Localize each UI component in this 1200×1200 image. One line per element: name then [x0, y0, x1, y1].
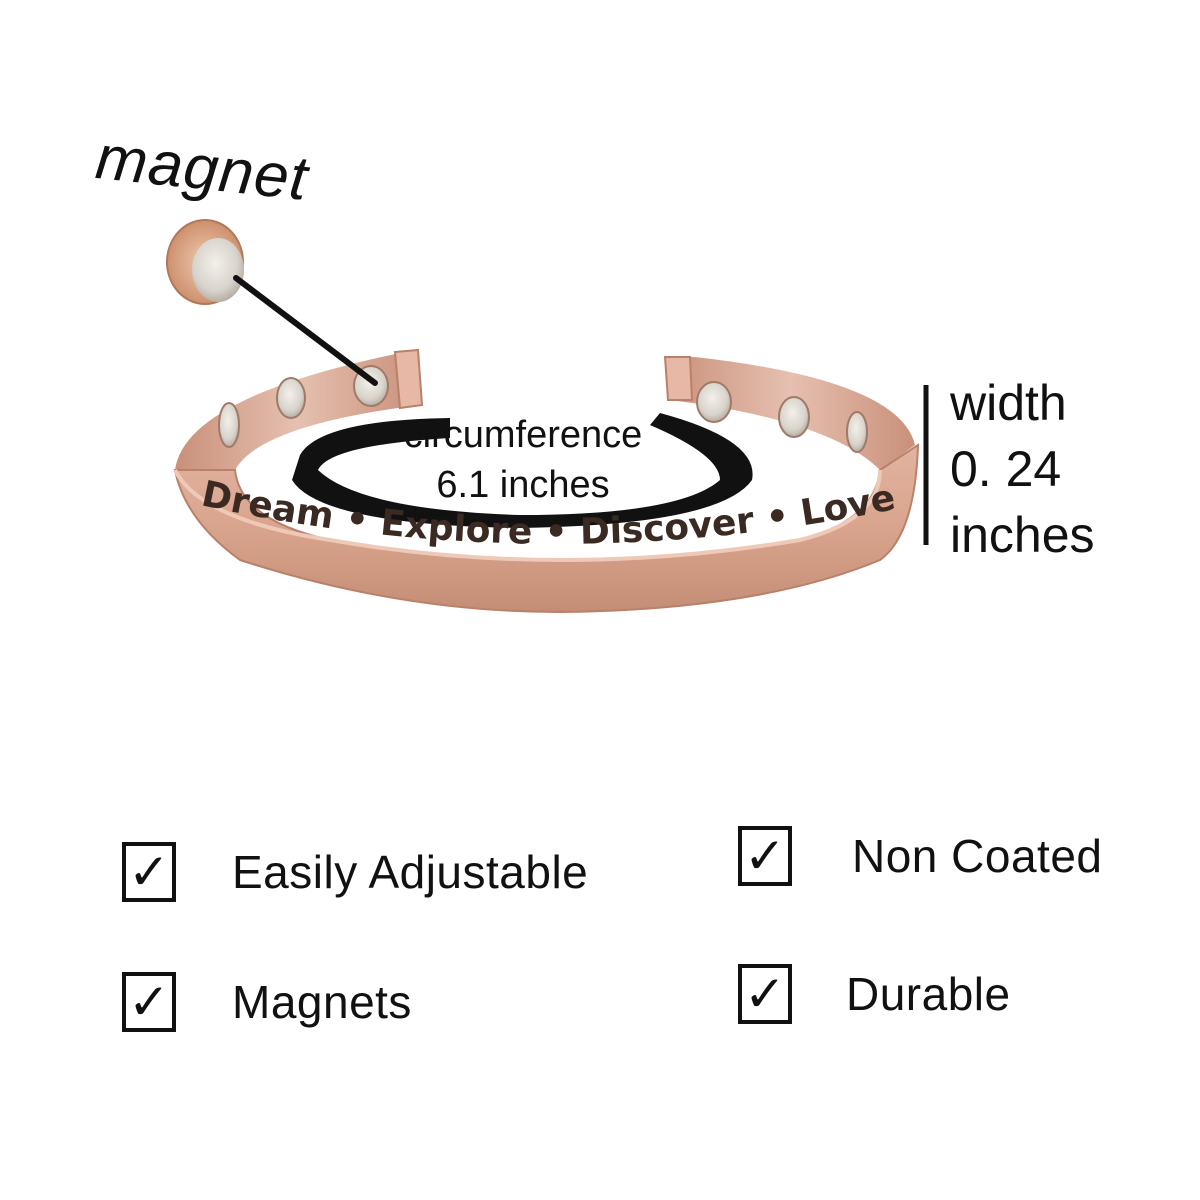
inner-magnet-5 [778, 396, 810, 438]
feature-magnets: ✓ Magnets [122, 972, 412, 1032]
inner-magnet-6 [846, 411, 868, 453]
width-value: 0. 24 [950, 441, 1062, 497]
checkbox-checked-icon: ✓ [122, 972, 176, 1032]
inner-magnet-4 [696, 381, 732, 423]
width-unit: inches [950, 507, 1095, 563]
feature-label: Magnets [232, 976, 412, 1028]
magnet-pointer-line [233, 275, 378, 386]
checkbox-checked-icon: ✓ [738, 964, 792, 1024]
feature-label: Non Coated [852, 830, 1103, 882]
circumference-title: circumference [403, 414, 643, 456]
inner-magnet-2 [276, 377, 306, 419]
feature-durable: ✓ Durable [738, 964, 1011, 1024]
checkbox-checked-icon: ✓ [122, 842, 176, 902]
feature-label: Easily Adjustable [232, 846, 589, 898]
feature-label: Durable [846, 968, 1011, 1020]
feature-non-coated: ✓ Non Coated [738, 826, 1103, 886]
bracelet-end-left [393, 348, 424, 410]
circumference-value: 6.1 inches [436, 464, 610, 506]
inner-magnet-1 [218, 402, 240, 448]
width-title: width [950, 375, 1067, 431]
width-label: width 0. 24 inches [950, 370, 1095, 568]
feature-easily-adjustable: ✓ Easily Adjustable [122, 842, 588, 902]
circumference-label: circumference 6.1 inches [378, 410, 668, 510]
checkbox-checked-icon: ✓ [738, 826, 792, 886]
bracelet-end-right [663, 356, 694, 401]
